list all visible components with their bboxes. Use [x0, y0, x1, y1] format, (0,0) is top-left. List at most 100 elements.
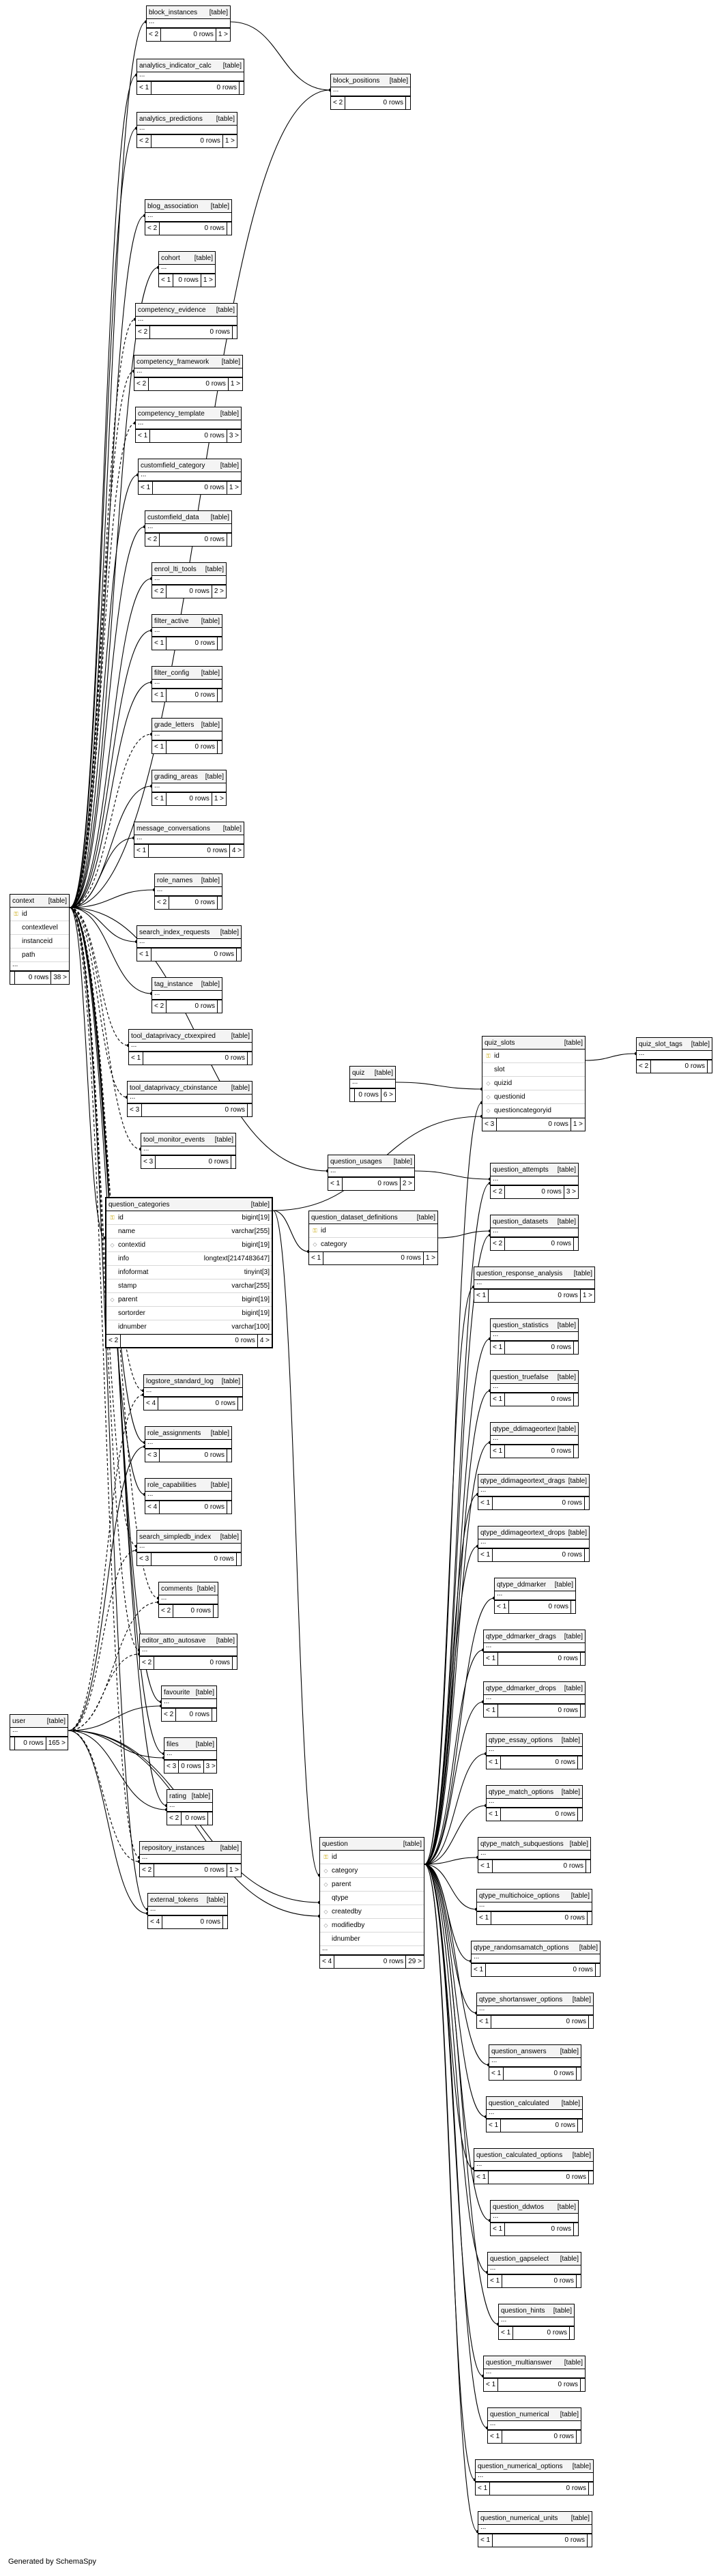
table-header[interactable]: quiz[table] [350, 1067, 395, 1080]
table-header[interactable]: filter_config[table] [152, 667, 222, 680]
parents-count[interactable]: < 2 [491, 1186, 506, 1198]
children-count[interactable] [227, 534, 231, 546]
parents-count[interactable]: < 1 [487, 1756, 502, 1769]
children-count[interactable]: 2 > [399, 1178, 414, 1190]
table-header[interactable]: search_simpledb_index[table] [137, 1531, 241, 1544]
table-header[interactable]: block_positions[table] [331, 74, 410, 87]
table-name[interactable]: analytics_indicator_calc [139, 61, 212, 70]
table-header[interactable]: block_instances[table] [147, 6, 230, 19]
table-header[interactable]: role_assignments[table] [145, 1427, 231, 1440]
children-count[interactable] [217, 637, 222, 650]
children-count[interactable] [577, 1808, 582, 1821]
table-name[interactable]: editor_atto_autosave [142, 1636, 206, 1645]
children-count[interactable] [236, 1553, 241, 1565]
table-question-dataset-definitions[interactable]: question_dataset_definitions[table]⚿id◇c… [308, 1211, 438, 1265]
parents-count[interactable]: < 2 [152, 1000, 167, 1013]
table-name[interactable]: grading_areas [154, 772, 198, 781]
parents-count[interactable]: < 1 [137, 949, 152, 961]
table-question-calculated-options[interactable]: question_calculated_options[table]...< 1… [474, 2148, 594, 2184]
table-header[interactable]: qtype_ddmarker_drags[table] [484, 1630, 585, 1643]
parents-count[interactable]: < 1 [477, 2016, 492, 2028]
parents-count[interactable]: < 2 [155, 897, 170, 909]
table-name[interactable]: question_numerical_options [478, 2462, 563, 2470]
parents-count[interactable]: < 1 [478, 1497, 493, 1509]
parents-count[interactable]: < 1 [499, 2327, 514, 2339]
children-count[interactable] [588, 2171, 593, 2184]
table-header[interactable]: tool_monitor_events[table] [141, 1133, 235, 1146]
table-name[interactable]: competency_framework [136, 358, 210, 366]
table-name[interactable]: question_calculated [489, 2099, 549, 2107]
table-name[interactable]: question_hints [501, 2306, 545, 2315]
table-name[interactable]: rating [169, 1792, 187, 1800]
children-count[interactable] [239, 82, 244, 94]
table-name[interactable]: qtype_ddmarker [497, 1580, 547, 1589]
parents-count[interactable]: < 1 [488, 2275, 503, 2287]
table-header[interactable]: comments[table] [159, 1582, 218, 1595]
children-count[interactable] [571, 1601, 575, 1613]
table-header[interactable]: qtype_match_options[table] [487, 1786, 582, 1799]
parents-count[interactable]: < 1 [152, 741, 167, 753]
table-name[interactable]: quiz_slot_tags [639, 1040, 682, 1048]
parents-count[interactable] [350, 1089, 355, 1101]
parents-count[interactable]: < 3 [164, 1761, 179, 1773]
table-header[interactable]: analytics_predictions[table] [137, 113, 237, 126]
parents-count[interactable]: < 1 [484, 2379, 499, 2391]
table-header[interactable]: message_conversations[table] [134, 822, 244, 835]
table-column-row[interactable]: ◇category [309, 1238, 437, 1251]
children-count[interactable] [587, 2534, 592, 2547]
parents-count[interactable]: < 3 [137, 1553, 152, 1565]
children-count[interactable]: 1 > [570, 1118, 585, 1131]
children-count[interactable] [217, 741, 222, 753]
table-header[interactable]: question_numerical_units[table] [478, 2512, 592, 2525]
table-name[interactable]: qtype_ddmarker_drops [486, 1684, 556, 1692]
parents-count[interactable]: < 2 [331, 97, 346, 109]
table-name[interactable]: qtype_ddmarker_drags [486, 1632, 556, 1640]
table-header[interactable]: question_multianswer[table] [484, 2356, 585, 2369]
table-column-row[interactable]: instanceid [10, 935, 69, 949]
table-name[interactable]: question_dataset_definitions [311, 1213, 398, 1221]
parents-count[interactable]: < 2 [637, 1060, 652, 1073]
table-name[interactable]: question_numerical_units [480, 2514, 558, 2522]
parents-count[interactable]: < 4 [320, 1956, 335, 1968]
table-name[interactable]: qtype_ddimageortext [493, 1425, 555, 1433]
table-column-row[interactable]: ⚿id [482, 1050, 585, 1063]
table-header[interactable]: question_calculated[table] [487, 2097, 582, 2110]
children-count[interactable] [707, 1060, 712, 1073]
children-count[interactable] [573, 2223, 578, 2235]
children-count[interactable] [580, 1705, 585, 1717]
parents-count[interactable]: < 4 [145, 1501, 160, 1514]
children-count[interactable] [588, 2483, 593, 2495]
parents-count[interactable]: < 3 [145, 1449, 160, 1462]
table-header[interactable]: context[table] [10, 895, 69, 908]
parents-count[interactable]: < 2 [137, 135, 152, 147]
table-name[interactable]: cohort [161, 254, 180, 262]
children-count[interactable]: 1 > [200, 274, 215, 287]
children-count[interactable] [232, 1657, 237, 1669]
table-name[interactable]: question_categories [109, 1200, 170, 1209]
table-header[interactable]: qtype_randomsamatch_options[table] [472, 1941, 600, 1954]
table-name[interactable]: question_gapselect [490, 2255, 549, 2263]
table-name[interactable]: question_response_analysis [476, 1269, 563, 1277]
table-name[interactable]: tag_instance [154, 980, 193, 988]
table-header[interactable]: quiz_slot_tags[table] [637, 1038, 712, 1051]
table-column-row[interactable]: ◇questionid [482, 1090, 585, 1104]
table-header[interactable]: filter_active[table] [152, 615, 222, 628]
children-count[interactable]: 4 > [257, 1335, 272, 1347]
table-header[interactable]: customfield_data[table] [145, 511, 231, 524]
